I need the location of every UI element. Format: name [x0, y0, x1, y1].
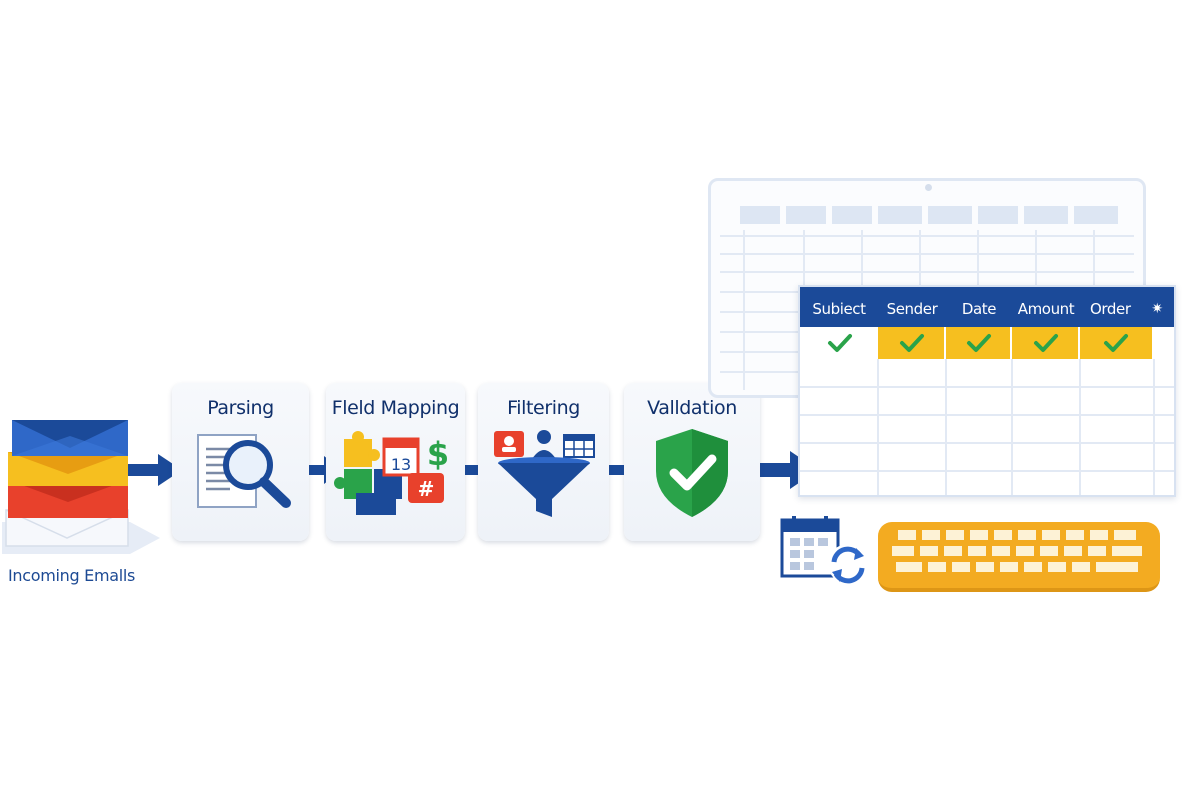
stage-field-mapping: Fleld Mapping 13 $ # [326, 383, 465, 541]
table-grid [800, 359, 1174, 495]
svg-text:#: # [418, 477, 435, 501]
sheet-camera-dot [925, 184, 932, 191]
stage-title: Fleld Mapping [331, 397, 460, 419]
column-header-subject: Subiect [812, 300, 866, 318]
column-header-date: Date [961, 300, 997, 318]
flow-arrow-1 [128, 454, 182, 486]
svg-text:$: $ [427, 435, 449, 473]
stage-title: Parsing [207, 397, 274, 419]
svg-text:13: 13 [391, 455, 411, 474]
table-header: Subiect Sender Date Amount Order ✷ [800, 287, 1174, 327]
incoming-emails-label: Incoming Emalls [8, 566, 136, 585]
shield-check-icon [656, 429, 728, 517]
status-cell [878, 327, 946, 359]
email-stack-icon [2, 420, 160, 554]
column-header-order: Order [1090, 300, 1131, 318]
status-cell [1080, 327, 1154, 359]
keyboard-keys [892, 530, 1142, 572]
status-cell [1012, 327, 1080, 359]
stage-title: Valldation [647, 397, 737, 419]
stage-filtering: Filtering [478, 383, 609, 541]
check-icon [828, 334, 852, 352]
puzzle-calendar-dollar-hash-icon: 13 $ # [334, 431, 449, 515]
calendar-sync-icon [780, 516, 868, 584]
keyboard-icon [878, 522, 1160, 592]
document-magnifier-icon [197, 434, 291, 508]
column-header-sender: Sender [886, 300, 938, 318]
check-icon [1104, 334, 1128, 352]
check-icon [900, 334, 924, 352]
status-cell [800, 327, 878, 359]
check-icon [967, 334, 991, 352]
stage-parsing: Parsing [172, 383, 309, 541]
output-table: Subiect Sender Date Amount Order ✷ [798, 285, 1176, 497]
sparkle-icon: ✷ [1151, 301, 1163, 317]
table-row-status [800, 327, 1174, 359]
status-cell [946, 327, 1012, 359]
stage-validation: Valldation [624, 383, 760, 541]
column-header-amount: Amount [1017, 300, 1075, 318]
check-icon [1034, 334, 1058, 352]
stage-title: Filtering [507, 397, 580, 419]
funnel-filter-icon [494, 430, 595, 517]
